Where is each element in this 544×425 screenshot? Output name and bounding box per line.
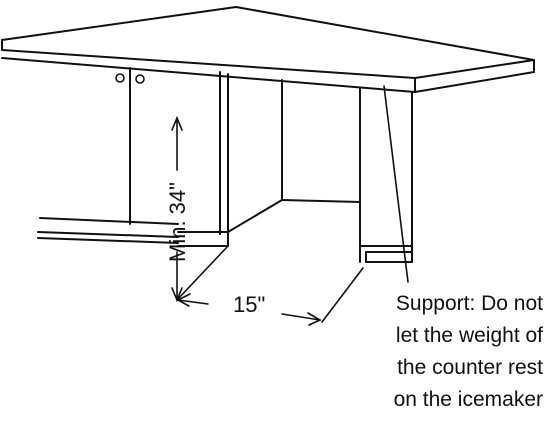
cabinet-knob-right [135, 74, 145, 84]
opening-width-label: 15" [233, 292, 265, 317]
height-dimension: Min. 34" [165, 115, 190, 303]
width-dimension: 15" [176, 245, 364, 326]
floor-lines [37, 217, 179, 244]
support-leader-line [383, 85, 409, 283]
icemaker-opening [227, 79, 361, 233]
left-cabinet [115, 67, 229, 247]
support-note-line: Support: Do not [395, 292, 543, 315]
support-note-line: on the icemaker [393, 388, 543, 411]
min-height-label: Min. 34" [165, 182, 190, 262]
support-note: Support: Do not let the weight of the co… [343, 288, 543, 416]
support-note-line: the counter rest [397, 356, 543, 379]
support-note-line: let the weight of [395, 324, 543, 347]
support-cabinet [359, 87, 413, 263]
countertop [1, 6, 535, 93]
cabinet-knob-left [115, 73, 125, 83]
